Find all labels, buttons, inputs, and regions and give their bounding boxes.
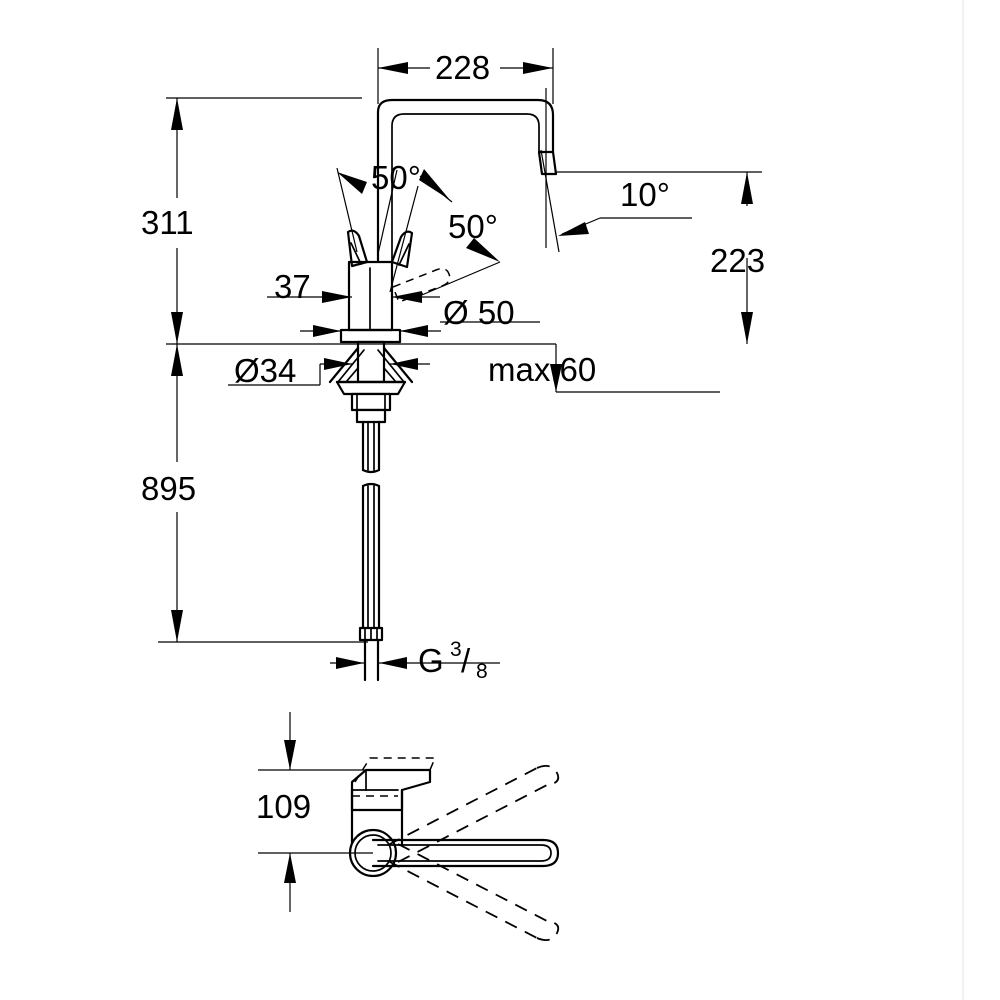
supply-hose-upper <box>361 420 381 474</box>
spout-tube <box>376 98 555 332</box>
dimension-228: 228 <box>377 48 554 104</box>
plan-spout-arm-phantom-lower <box>387 843 560 942</box>
dimension-895: 895 <box>141 344 368 643</box>
thread-slash: / <box>461 642 471 679</box>
dimension-label-895: 895 <box>141 470 196 507</box>
thread-label-g: G <box>418 642 444 679</box>
dimension-diameter-50: Ø 50 <box>392 291 540 331</box>
dimension-label-223: 223 <box>710 242 765 279</box>
swivel-plan-view: 109 <box>256 712 560 942</box>
dimension-label-311: 311 <box>141 204 194 241</box>
dimension-diameter-34: Ø34 <box>228 352 430 389</box>
thread-denominator: 8 <box>476 660 488 683</box>
supply-hose-lower <box>358 482 384 682</box>
spout-tilt-reference <box>540 149 560 253</box>
dimension-label-diameter-50: Ø 50 <box>443 294 515 331</box>
dimension-max-60: max.60 <box>488 344 720 393</box>
dimension-37: 37 <box>267 268 352 305</box>
thread-label-group: G 3 / 8 <box>330 638 500 683</box>
dimension-label-37: 37 <box>274 268 311 305</box>
dimension-base-collar-arrows <box>300 325 441 337</box>
angle-10-degrees: 10° <box>558 176 692 236</box>
lever-handle-left <box>346 229 369 268</box>
dimension-109: 109 <box>256 712 430 912</box>
angle-50-degrees-left: 50° <box>336 159 453 255</box>
faucet-body <box>339 260 402 344</box>
dimension-label-diameter-34: Ø34 <box>234 352 296 389</box>
spout-aerator <box>537 88 560 253</box>
dimension-label-228: 228 <box>435 49 490 86</box>
plan-spout-arm <box>371 838 560 868</box>
plan-spout-arm-phantom-upper <box>387 764 560 863</box>
plan-faucet-body <box>350 757 437 847</box>
front-elevation-view: 228 311 895 <box>141 48 765 683</box>
dimension-223: 223 <box>556 171 765 344</box>
angle-label-50-right: 50° <box>448 208 498 245</box>
mounting-hardware <box>328 340 414 424</box>
dimension-label-109: 109 <box>256 788 311 825</box>
lever-handle-right <box>390 230 414 269</box>
dimension-label-max-60: max.60 <box>488 351 596 388</box>
angle-label-10: 10° <box>620 176 670 213</box>
angle-label-50-left: 50° <box>371 159 421 196</box>
dimension-311: 311 <box>141 97 362 344</box>
angle-50-degrees-right: 50° <box>389 185 501 301</box>
thread-numerator: 3 <box>450 638 462 661</box>
